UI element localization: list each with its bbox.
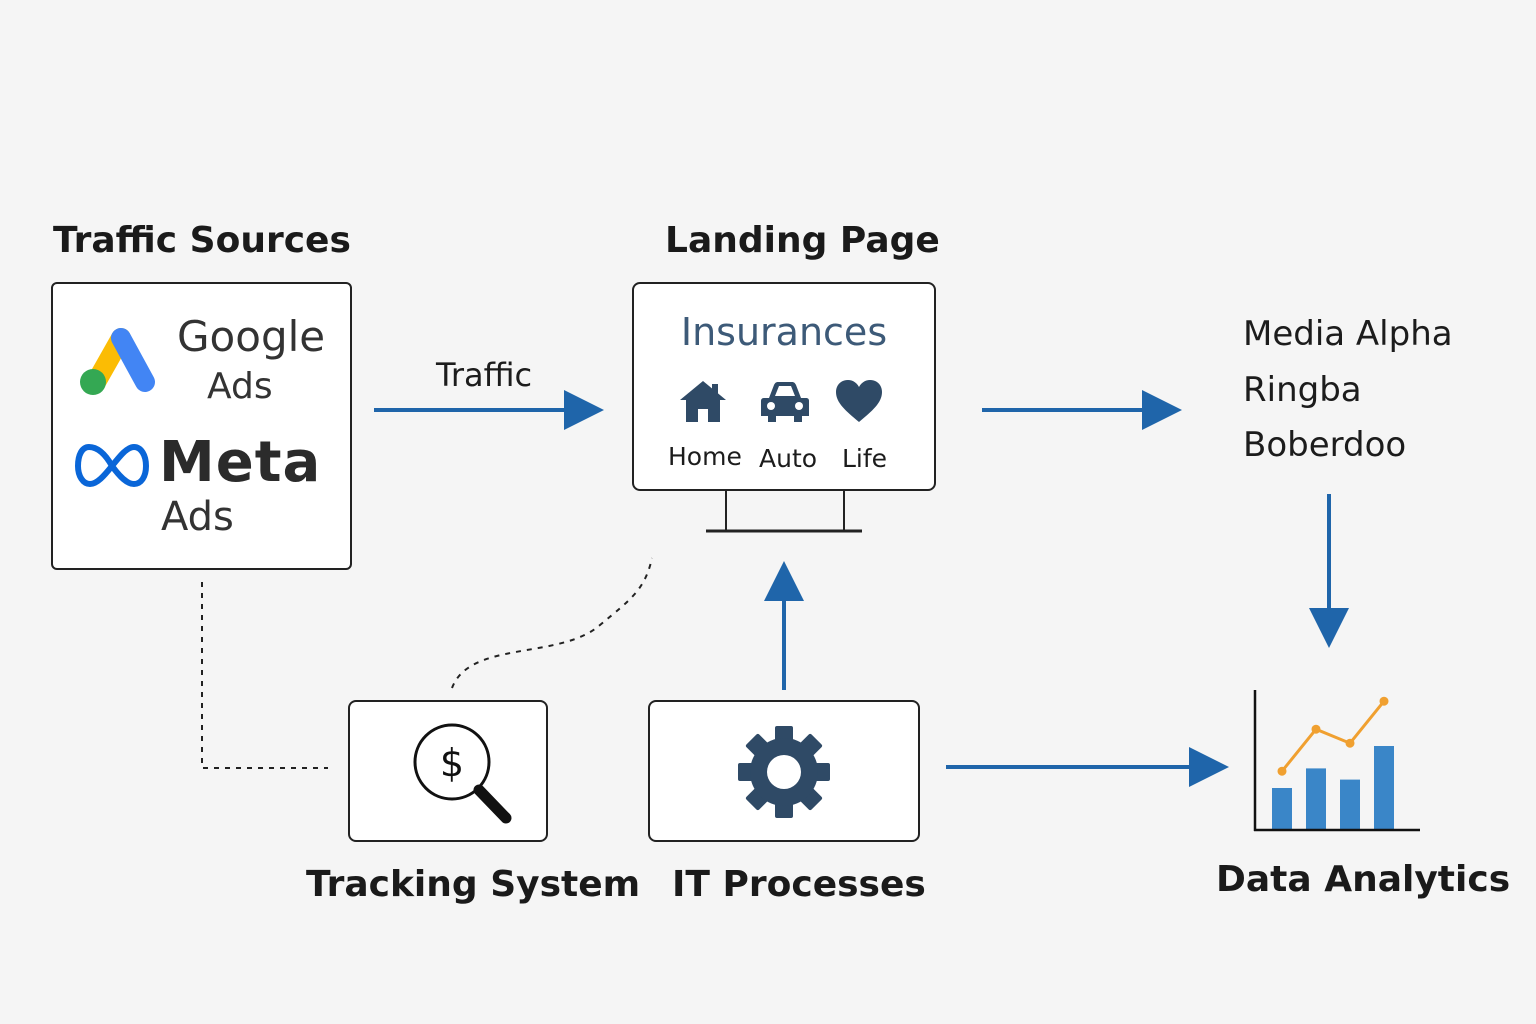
sources-to-tracking-dashed-line (201, 582, 328, 769)
meta-logo-icon (75, 443, 149, 488)
destination-media-alpha: Media Alpha (1243, 314, 1453, 354)
landing-page-heading: Landing Page (665, 220, 940, 261)
trend-point (1311, 724, 1321, 734)
destination-ringba: Ringba (1243, 370, 1362, 410)
gear-icon (738, 726, 830, 818)
trend-point (1277, 766, 1287, 776)
trend-line (1280, 700, 1386, 773)
google-label: Google (177, 312, 326, 361)
google-ads-logo-icon (80, 328, 155, 395)
analytics-bar (1340, 779, 1360, 830)
traffic-sources-box: Google Ads Meta Ads (51, 282, 352, 570)
it-processes-label: IT Processes (672, 864, 926, 905)
data-analytics-chart-icon (1253, 690, 1420, 832)
analytics-bar (1272, 788, 1292, 830)
trend-point (1345, 738, 1355, 748)
analytics-bar (1374, 746, 1394, 830)
house-icon (680, 381, 726, 422)
monitor-stand (706, 491, 862, 533)
svg-text:$: $ (440, 741, 464, 785)
traffic-sources-heading: Traffic Sources (53, 220, 351, 261)
heart-icon (836, 380, 882, 422)
destination-boberdoo: Boberdoo (1243, 425, 1407, 465)
dollar-search-icon: $ (413, 723, 512, 824)
landing-page-monitor: Insurances Home Auto Life (632, 282, 936, 491)
insurance-item-life: Life (842, 444, 888, 473)
car-icon (761, 382, 809, 422)
tracking-system-label: Tracking System (306, 864, 641, 905)
trend-point (1379, 696, 1389, 706)
data-analytics-label: Data Analytics (1216, 859, 1511, 900)
meta-ads-label: Ads (161, 494, 234, 540)
analytics-bar (1306, 768, 1326, 830)
google-ads-label: Ads (207, 366, 273, 407)
insurances-title: Insurances (680, 310, 888, 354)
insurance-item-auto: Auto (759, 444, 818, 473)
meta-label: Meta (159, 430, 322, 495)
it-processes-box (648, 700, 920, 842)
tracking-to-landing-dashed-curve (451, 557, 653, 689)
insurance-item-home: Home (668, 442, 742, 471)
traffic-label: Traffic (436, 356, 533, 394)
tracking-system-box: $ (348, 700, 548, 842)
